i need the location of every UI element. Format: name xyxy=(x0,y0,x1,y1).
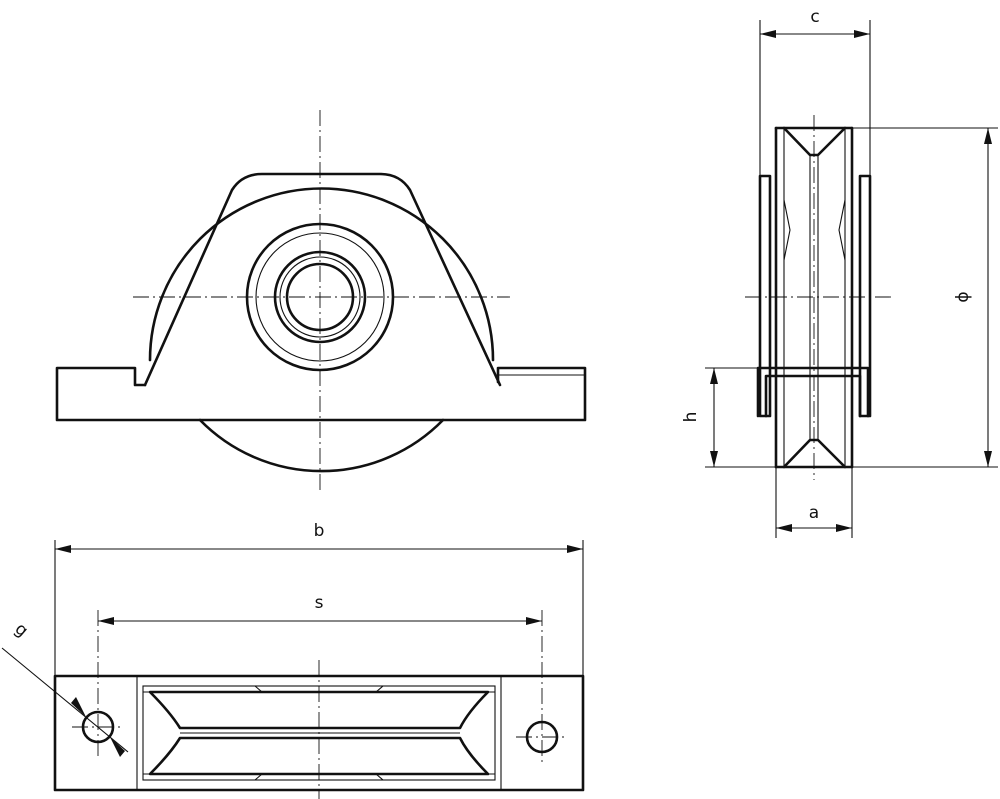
dim-s-arrow-right xyxy=(526,617,542,625)
bracket xyxy=(143,172,502,387)
side-groove-top xyxy=(782,126,847,157)
front-view xyxy=(55,110,587,492)
dim-c-arrow-right xyxy=(854,30,870,38)
dim-g-arrow-top xyxy=(71,697,86,717)
dim-g-label: g xyxy=(11,619,32,641)
dim-phi-arrow-top xyxy=(984,128,992,144)
dim-h-label: h xyxy=(681,412,701,423)
side-groove-bottom xyxy=(782,438,847,469)
dim-c-label: c xyxy=(810,7,819,27)
dim-h-arrow-bottom xyxy=(710,451,718,467)
dim-s-label: s xyxy=(315,593,324,613)
dim-b-label: b xyxy=(314,521,325,541)
dim-h-arrow-top xyxy=(710,368,718,384)
top-wheel-detail-right xyxy=(375,685,384,781)
dim-phi-arrow-bottom xyxy=(984,451,992,467)
dim-b-arrow-left xyxy=(55,545,71,553)
dim-s-arrow-left xyxy=(98,617,114,625)
wheel-outline xyxy=(148,187,495,362)
top-view: b s g xyxy=(1,521,585,799)
side-view: c ϕ h a xyxy=(681,7,998,538)
dim-g-arrow-bottom xyxy=(110,737,125,757)
dim-a-arrow-right xyxy=(836,524,852,532)
dim-c-arrow-left xyxy=(760,30,776,38)
side-groove-hidden-left xyxy=(783,199,791,261)
side-u-channel xyxy=(756,366,870,418)
hub-ring xyxy=(255,232,385,362)
bearing-inner-ring xyxy=(279,256,361,338)
side-bracket-right xyxy=(858,174,872,418)
dim-a-arrow-left xyxy=(776,524,792,532)
dim-a-label: a xyxy=(809,503,819,523)
dim-b-arrow-right xyxy=(567,545,583,553)
top-wheel-groove xyxy=(148,690,490,730)
dim-phi-label: ϕ xyxy=(953,291,973,302)
wheel-lower-arc xyxy=(198,418,445,473)
base-plate xyxy=(55,366,587,422)
top-wheel-detail-left xyxy=(254,685,263,781)
dim-g-leader xyxy=(1,647,129,753)
side-groove-hidden-right xyxy=(838,199,846,261)
top-wheel-groove-lower xyxy=(148,736,490,776)
